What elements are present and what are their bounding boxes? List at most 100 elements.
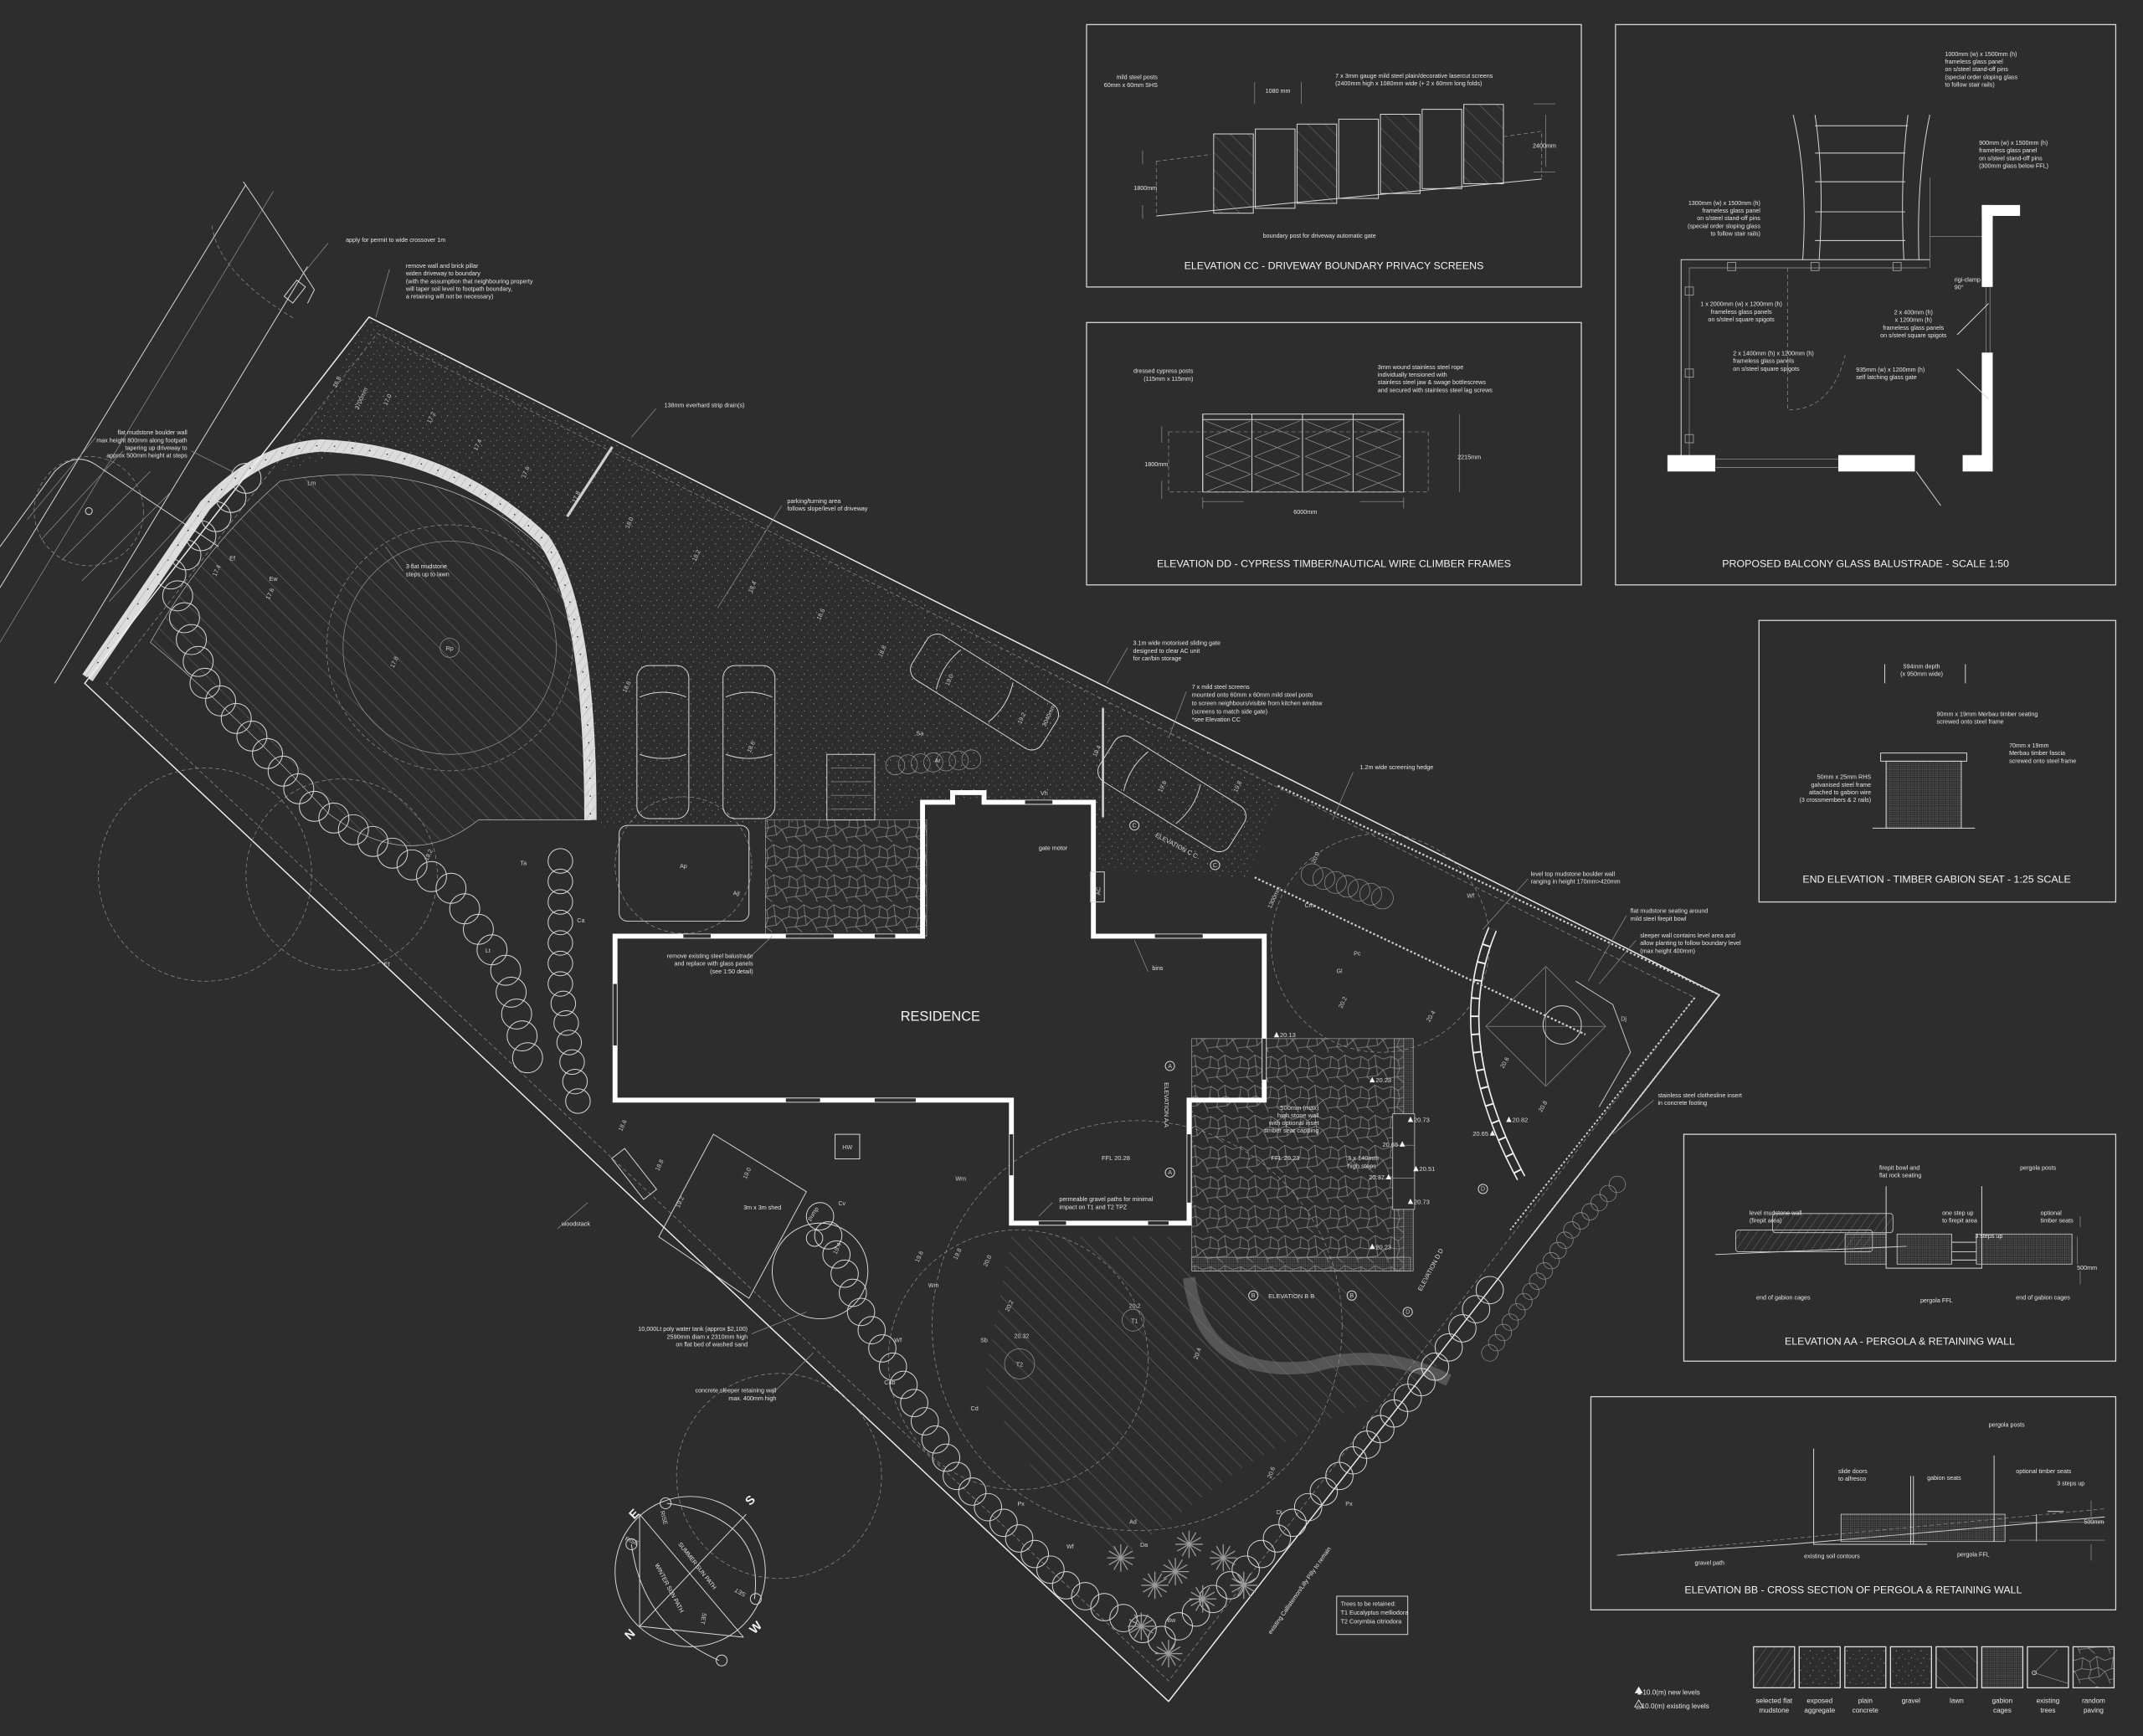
shrub <box>1608 1175 1627 1194</box>
annotation-note: will taper soil level to footpath bounda… <box>405 285 512 292</box>
annotation-note: woodstack <box>561 1221 590 1228</box>
woodstack-rack <box>611 1148 658 1200</box>
wire-rope <box>1355 420 1401 439</box>
annotation-note: remove existing steel balustrade <box>667 953 753 960</box>
annotation-note: (300mm glass below FFL) <box>1979 162 2048 169</box>
plant-code-label: Wf <box>894 1337 902 1343</box>
star-shrub <box>1154 1578 1168 1586</box>
tree-icon <box>2033 1649 2069 1684</box>
star-shrub <box>1195 1586 1204 1600</box>
annotation-note: 1800mm <box>1133 185 1157 192</box>
plant-code-label: Wm <box>928 1282 939 1289</box>
legend-label: exposed <box>1806 1697 1832 1704</box>
new-level-triangle-icon <box>1273 1031 1280 1038</box>
star-shrub <box>1154 1584 1163 1598</box>
star-shrub <box>1113 1545 1122 1559</box>
star-shrub <box>1154 1584 1168 1593</box>
plant-code-label: Dj <box>1277 1509 1282 1516</box>
shrub <box>1434 1333 1463 1362</box>
star-shrub <box>1243 1584 1251 1598</box>
annotation-note: on s/steel stand-off pins <box>1697 215 1760 222</box>
legend-label: cages <box>1993 1707 2012 1714</box>
legend-label: plain <box>1858 1697 1873 1704</box>
shrub <box>1515 1293 1533 1311</box>
star-shrub <box>1174 1571 1188 1579</box>
annotation-note: 3m x 3m shed <box>743 1204 781 1211</box>
annotation-note: parking/turning area <box>787 498 840 505</box>
leader-line <box>375 269 390 317</box>
panel-title: END ELEVATION - TIMBER GABION SEAT - 1:2… <box>1802 874 2070 886</box>
annotation-note: apply for permit to wide crossover 1m <box>346 237 445 244</box>
shrub <box>1535 1262 1554 1280</box>
residence-label: RESIDENCE <box>901 1009 980 1025</box>
star-shrub <box>1231 1578 1245 1586</box>
shrub <box>900 1389 928 1418</box>
annotation-note: (firepit area) <box>1750 1218 1782 1225</box>
annotation-note: 7 x 3mm gauge mild steel plain/decorativ… <box>1335 73 1493 80</box>
shrub <box>396 849 428 881</box>
leader-line <box>1587 915 1627 982</box>
wire-rope <box>1305 438 1351 457</box>
winter-sun-path-label: WINTER SUN PATH <box>653 1563 685 1615</box>
legend-swatch <box>1798 1646 1841 1689</box>
star-shrub <box>1236 1573 1245 1586</box>
random-paving-entry <box>764 819 928 937</box>
annotation-note: 2215mm <box>1457 455 1481 461</box>
shrub <box>337 814 369 845</box>
pump-label: pump <box>806 1206 820 1222</box>
shrub <box>220 702 252 734</box>
shrub <box>562 1068 588 1095</box>
leader-line <box>1332 772 1354 820</box>
annotation-note: concrete sleeper retaining wall <box>695 1388 776 1394</box>
plant-code-label: Cm <box>1305 902 1314 909</box>
wire-rope <box>1254 420 1300 439</box>
annotation-note: with optional inset <box>1268 1119 1320 1127</box>
section-marker-letter: A <box>1168 1063 1172 1070</box>
annotation-note: 3 steps up <box>1975 1233 2002 1240</box>
shrub <box>496 976 527 1008</box>
annotation-note: designed to clear AC unit <box>1133 648 1200 655</box>
shrub <box>1020 1539 1050 1569</box>
shrub <box>1563 1221 1580 1239</box>
shrub <box>462 913 494 945</box>
star-shrub <box>1128 1626 1142 1634</box>
shrub <box>189 667 221 699</box>
shrub <box>168 602 200 634</box>
shrub <box>511 1042 543 1074</box>
plant-code-label: Pc <box>1354 950 1361 957</box>
shrub <box>958 1477 987 1506</box>
shrub <box>846 1297 876 1327</box>
annotation-note: mild steel posts <box>1116 74 1158 81</box>
leader-line <box>747 936 773 960</box>
star-shrub <box>1168 1646 1181 1655</box>
shrub <box>252 737 283 769</box>
shrub <box>501 999 532 1030</box>
star-shrub <box>1202 1598 1210 1611</box>
elevation-bb-panel <box>1590 1395 2117 1610</box>
plant-code-label: Ajr <box>733 890 741 896</box>
annotation-note: optional timber seats <box>2016 1468 2072 1475</box>
star-shrub <box>1143 1578 1155 1586</box>
legend-label: aggregate <box>1804 1707 1835 1714</box>
star-shrub <box>1222 1557 1236 1566</box>
annotation-note: frameless glass panels <box>1733 358 1794 365</box>
star-shrub <box>1113 1557 1122 1570</box>
annotation-note: (see 1:50 detail) <box>710 968 753 975</box>
annotation-note: T1 Eucalyptus melliodora <box>1341 1610 1409 1616</box>
annotation-note: max height 800mm along footpath <box>96 437 187 444</box>
shrub <box>1581 1203 1599 1220</box>
shrub <box>1481 1344 1498 1362</box>
leader-line <box>1038 1202 1053 1217</box>
star-shrub <box>1174 1571 1183 1584</box>
leader-line <box>1599 940 1637 984</box>
shrub <box>910 1407 939 1436</box>
contour-level-label: 18.2 <box>424 848 434 861</box>
shrub <box>885 755 906 776</box>
shrub <box>1591 1194 1608 1211</box>
shrub <box>236 720 268 752</box>
shrub <box>921 1425 950 1454</box>
annotation-note: Merbau timber fascia <box>2009 750 2065 757</box>
star-shrub <box>1140 1626 1149 1639</box>
shrub <box>1529 1272 1546 1290</box>
annotation-note: 3.1m wide motorised sliding gate <box>1133 640 1221 647</box>
